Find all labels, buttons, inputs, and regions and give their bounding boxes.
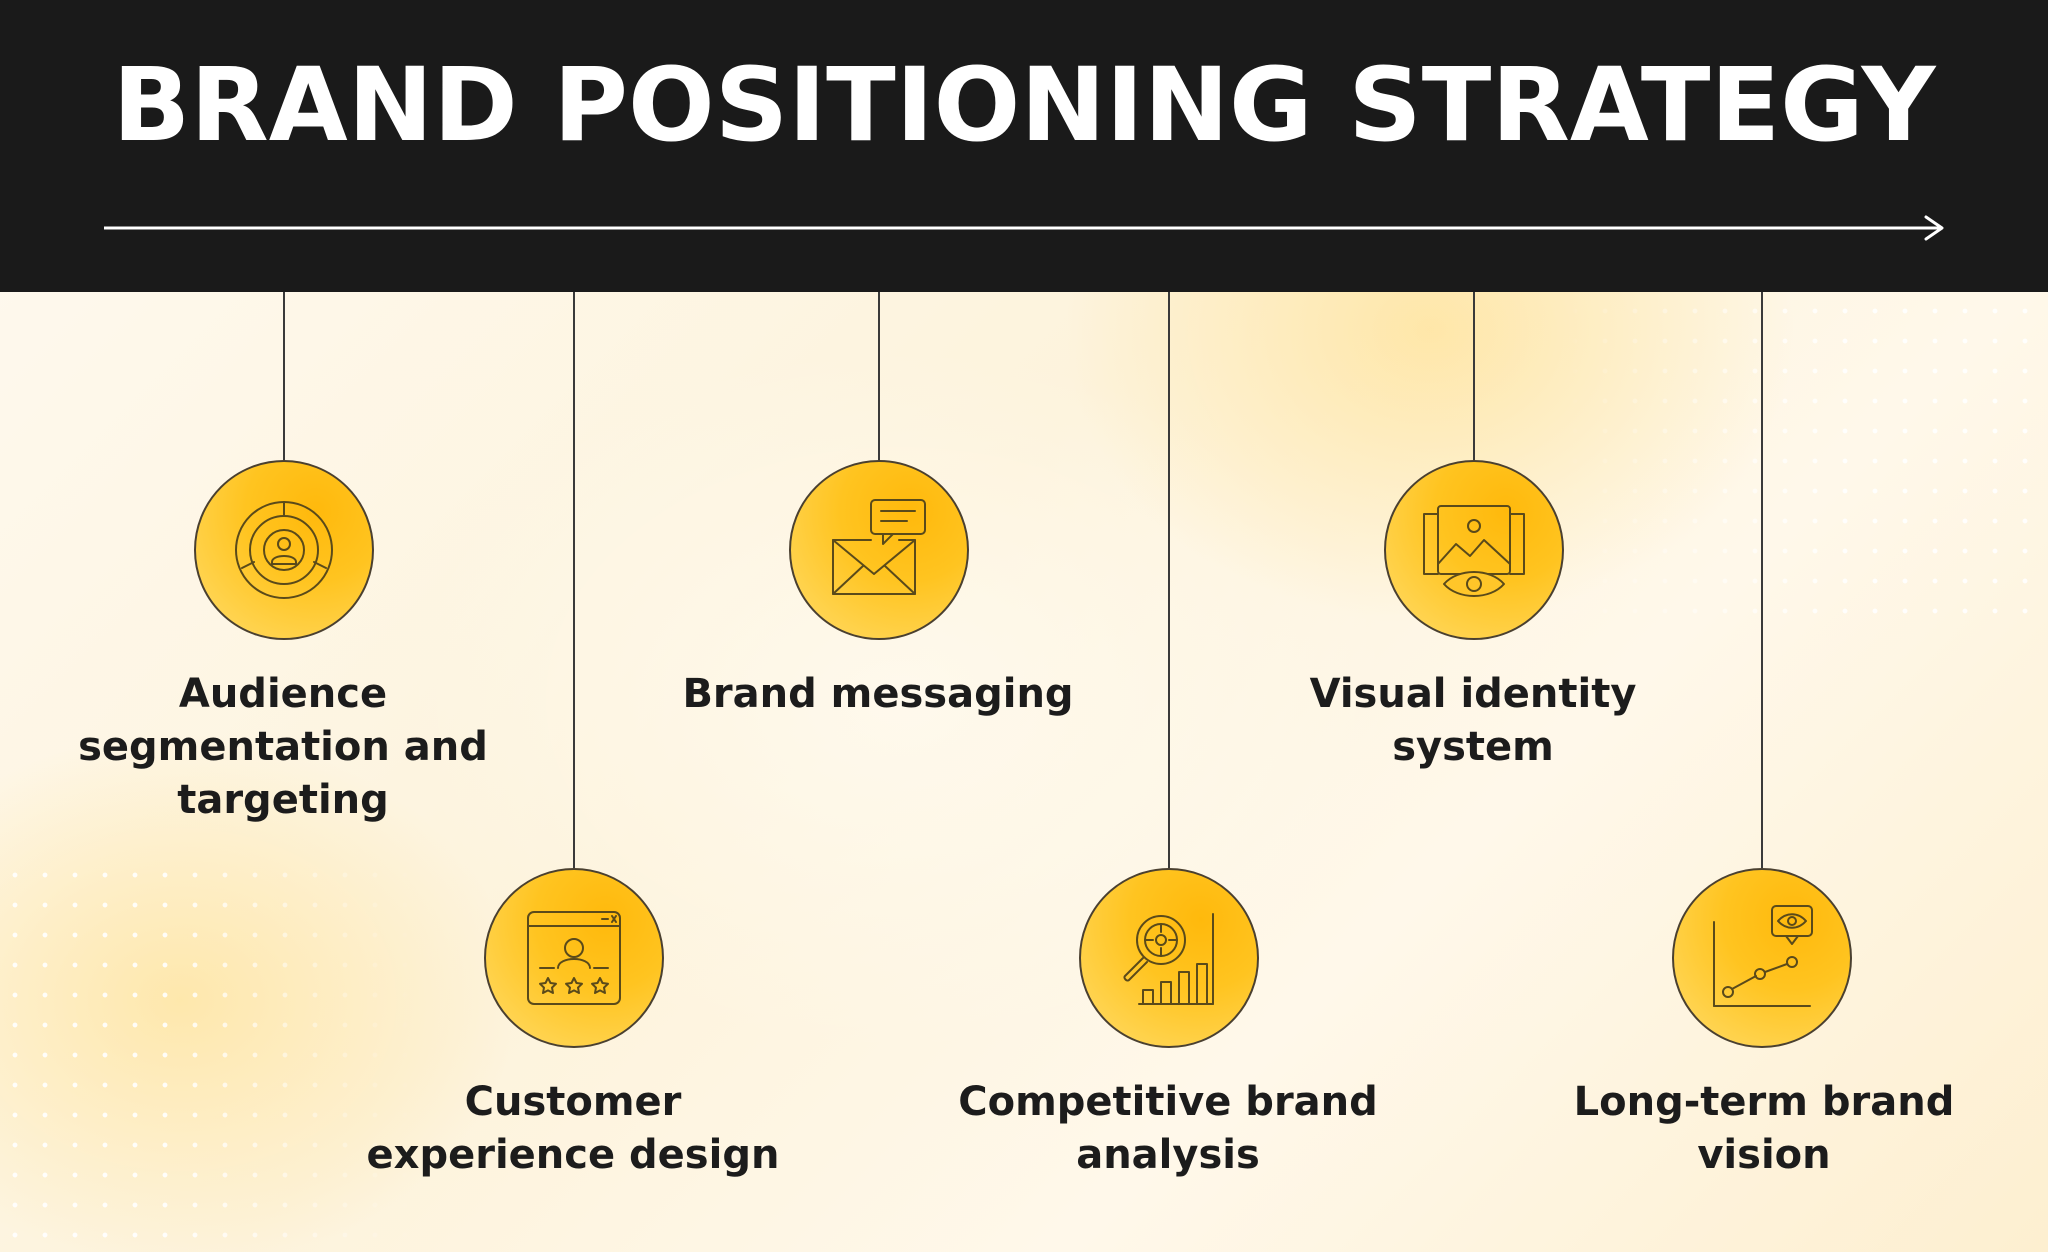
step-node-3 <box>789 460 969 640</box>
dot-pattern-bottom-left <box>0 860 420 1252</box>
growth-chart-eye-icon <box>1713 905 1813 1007</box>
envelope-chat-icon <box>832 499 926 595</box>
audience-target-icon <box>235 501 333 599</box>
step-node-1 <box>194 460 374 640</box>
step-label-6: Long-term brand vision <box>1573 1079 1955 1178</box>
step-label-3: Brand messaging <box>682 671 1074 717</box>
step-node-6 <box>1672 868 1852 1048</box>
customer-profile-rating-icon <box>527 911 621 1005</box>
connector-line-2 <box>573 292 575 868</box>
step-node-5 <box>1384 460 1564 640</box>
connector-line-3 <box>878 292 880 460</box>
connector-line-4 <box>1168 292 1170 868</box>
timeline-arrow-icon <box>104 215 1944 241</box>
connector-line-6 <box>1761 292 1763 868</box>
connector-line-1 <box>283 292 285 460</box>
step-label-1: Audience segmentation and targeting <box>78 671 488 823</box>
step-label-5: Visual identity system <box>1309 671 1637 770</box>
step-label-2: Customer experience design <box>366 1079 780 1178</box>
image-eye-icon <box>1423 505 1525 597</box>
step-label-4: Competitive brand analysis <box>958 1079 1378 1178</box>
magnifier-chart-icon <box>1123 913 1214 1005</box>
step-node-2 <box>484 868 664 1048</box>
page-title: BRAND POSITIONING STRATEGY <box>112 46 1936 165</box>
step-node-4 <box>1079 868 1259 1048</box>
dot-pattern-top-right <box>1560 296 2048 626</box>
header-bar: BRAND POSITIONING STRATEGY <box>0 0 2048 292</box>
connector-line-5 <box>1473 292 1475 460</box>
